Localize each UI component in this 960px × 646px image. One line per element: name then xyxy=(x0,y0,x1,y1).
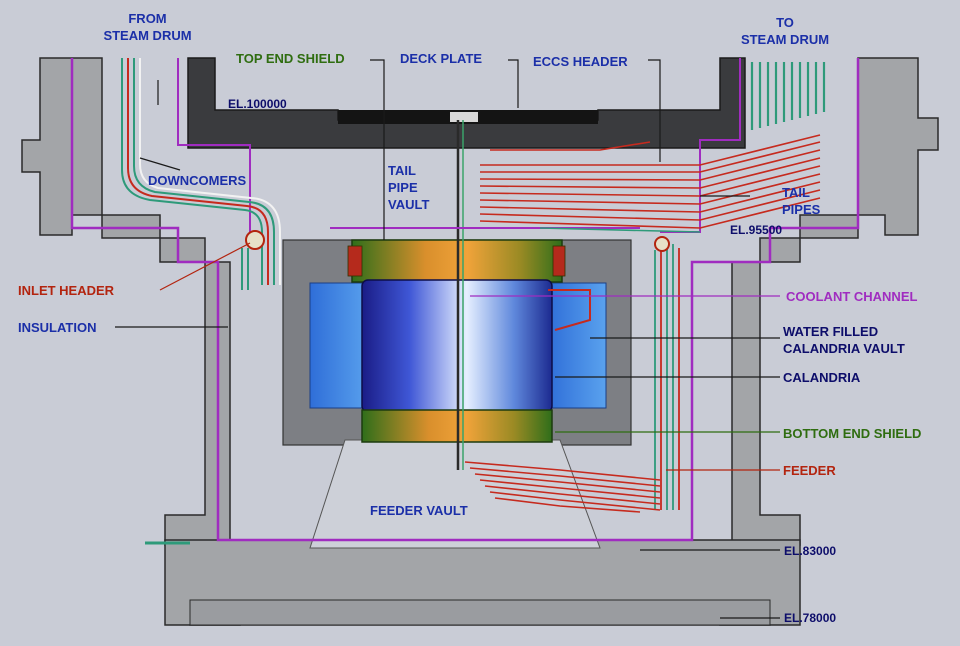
insulation-label: INSULATION xyxy=(18,320,97,335)
coolant-channel-label: COOLANT CHANNEL xyxy=(786,289,918,304)
from-steam-drum-label-line2: STEAM DRUM xyxy=(103,28,192,43)
bottom-end-shield-label: BOTTOM END SHIELD xyxy=(783,426,922,441)
inlet-header-label: INLET HEADER xyxy=(18,283,115,298)
tail-pipe-vault-label-line1: TAIL xyxy=(388,163,416,178)
water-tank-left xyxy=(309,282,371,409)
feeder-label: FEEDER xyxy=(783,463,836,478)
tail-pipes-label-line1: TAIL xyxy=(782,185,810,200)
riser-pipes xyxy=(750,62,826,130)
el-83000-label: EL.83000 xyxy=(784,544,837,558)
downcomer-pipes xyxy=(121,58,281,285)
calandria-label: CALANDRIA xyxy=(783,370,861,385)
el-95500-label: EL.95500 xyxy=(730,223,783,237)
water-tank-right xyxy=(547,282,607,409)
purple-liner xyxy=(70,58,860,542)
downcomers-label: DOWNCOMERS xyxy=(148,173,247,188)
tail-pipes-label-line2: PIPES xyxy=(782,202,821,217)
leader-lines xyxy=(115,59,780,619)
el-78000-label: EL.78000 xyxy=(784,611,837,625)
feeder-bundle xyxy=(464,461,661,513)
tail-pipe-vault-label-line2: PIPE xyxy=(388,180,418,195)
water-filled-vault-label-line1: WATER FILLED xyxy=(783,324,879,339)
eccs-header-label: ECCS HEADER xyxy=(533,54,628,69)
water-filled-vault-label-line2: CALANDRIA VAULT xyxy=(783,341,905,356)
el-100000-label: EL.100000 xyxy=(228,97,287,111)
top-end-shield-label: TOP END SHIELD xyxy=(236,51,345,66)
tail-pipe-vault-label-line3: VAULT xyxy=(388,197,430,212)
from-steam-drum-label-line1: FROM xyxy=(128,11,167,26)
tail-pipe-bundle xyxy=(479,134,821,233)
to-steam-drum-label-line2: STEAM DRUM xyxy=(740,32,830,47)
right-feeder-pipes xyxy=(654,244,680,510)
to-steam-drum-label-line1: TO xyxy=(776,15,794,30)
inlet-header-pipe xyxy=(245,230,265,250)
deck-plate-label: DECK PLATE xyxy=(400,51,483,66)
feeder-vault-label: FEEDER VAULT xyxy=(370,503,468,518)
